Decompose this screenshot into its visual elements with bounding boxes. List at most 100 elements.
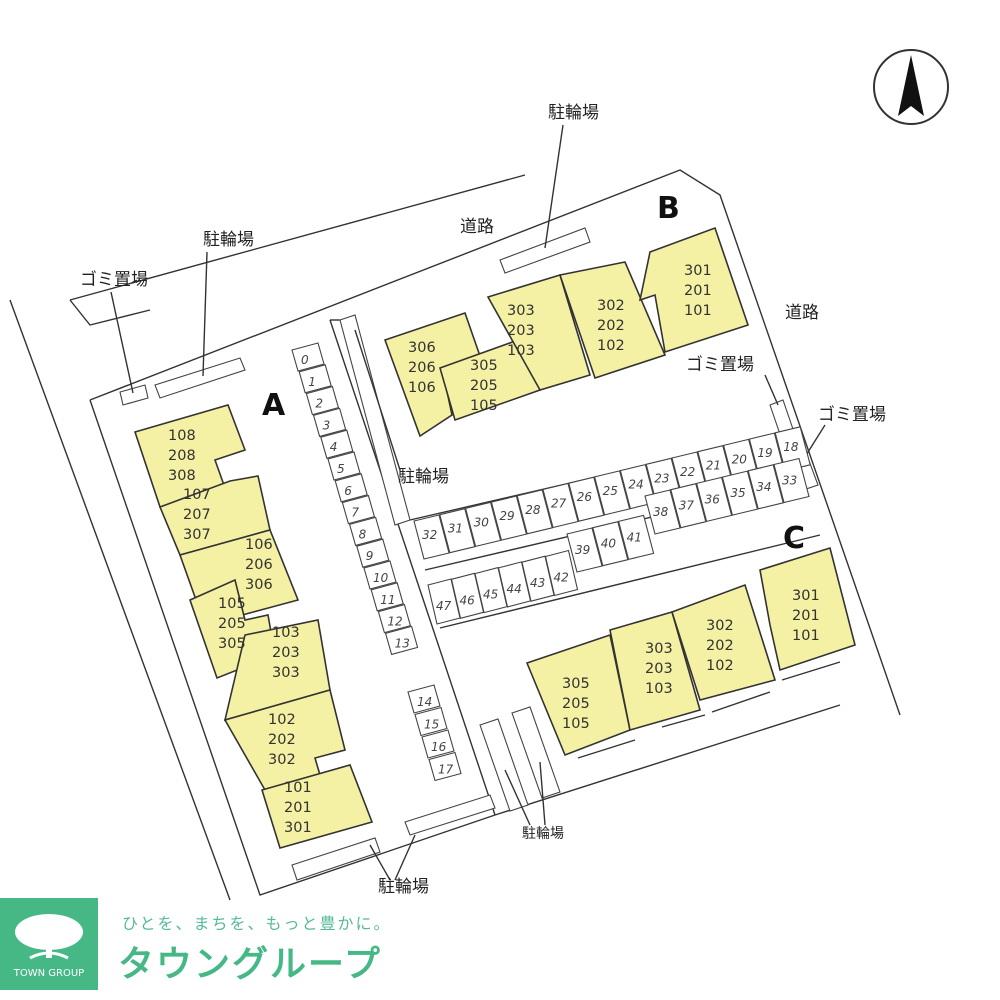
parking-number: 44 xyxy=(507,582,522,596)
unit-b-301: 301 xyxy=(684,263,712,279)
unit-a-103: 103 xyxy=(272,625,300,641)
bicycle-parking-b-north xyxy=(499,227,591,274)
unit-a-203: 203 xyxy=(272,645,300,661)
bicycle-parking-label-4: 駐輪場 xyxy=(378,877,429,897)
parking-number: 45 xyxy=(483,588,498,602)
unit-b-205: 205 xyxy=(470,378,498,394)
unit-a-305: 305 xyxy=(218,636,246,652)
parking-number: 10 xyxy=(373,571,389,585)
building-b xyxy=(383,226,750,438)
parking-number: 47 xyxy=(436,599,452,613)
unit-b-305: 305 xyxy=(470,358,498,374)
parking-number: 29 xyxy=(499,509,514,523)
unit-b-101: 101 xyxy=(684,303,712,319)
unit-b-102: 102 xyxy=(597,338,625,354)
parking-space xyxy=(312,407,347,438)
parking-space xyxy=(568,476,605,522)
parking-space xyxy=(363,560,397,590)
parking-number: 6 xyxy=(344,484,352,498)
parking-number: 34 xyxy=(756,480,771,494)
unit-c-302: 302 xyxy=(706,618,734,634)
unit-a-206: 206 xyxy=(245,557,273,573)
parking-number: 5 xyxy=(337,462,345,476)
parking-number: 0 xyxy=(301,353,309,367)
unit-a-303: 303 xyxy=(272,665,300,681)
parking-space xyxy=(327,451,361,481)
unit-b-106: 106 xyxy=(408,380,436,396)
bicycle-parking-c1 xyxy=(479,718,529,812)
bicycle-parking-label-3: 駐輪場 xyxy=(398,467,449,487)
unit-c-303: 303 xyxy=(645,641,673,657)
parking-number: 27 xyxy=(551,497,567,511)
bicycle-parking-label-5: 駐輪場 xyxy=(522,825,564,842)
parking-space xyxy=(721,470,759,516)
parking-number: 1 xyxy=(308,375,316,389)
parking-space xyxy=(566,527,603,573)
bicycle-parking-areas xyxy=(119,227,819,881)
parking-space xyxy=(370,582,404,612)
parking-number: 40 xyxy=(601,537,617,551)
tagline: ひとを、まちを、もっと豊かに。 xyxy=(122,914,392,933)
parking-space xyxy=(320,429,354,459)
garbage-label-3: ゴミ置場 xyxy=(818,404,886,425)
parking-number: 31 xyxy=(448,522,463,536)
parking-number: 26 xyxy=(577,490,593,504)
road-label-2: 道路 xyxy=(785,303,819,323)
parking-number: 30 xyxy=(474,515,490,529)
parking-space xyxy=(428,751,462,782)
bicycle-parking-label-2: 駐輪場 xyxy=(548,103,599,123)
unit-c-301: 301 xyxy=(792,588,820,604)
unit-a-106: 106 xyxy=(245,537,273,553)
parking-number: 15 xyxy=(424,718,439,732)
parking-space xyxy=(464,501,502,548)
bicycle-parking-label-1: 駐輪場 xyxy=(203,230,254,250)
parking-space xyxy=(670,483,707,529)
unit-a-301: 301 xyxy=(284,820,312,836)
parking-number: 43 xyxy=(530,576,545,590)
parking-number: 36 xyxy=(705,492,721,506)
unit-b-302: 302 xyxy=(597,298,625,314)
unit-b-202: 202 xyxy=(597,318,625,334)
unit-a-205: 205 xyxy=(218,616,246,632)
parking-space xyxy=(439,508,476,554)
parking-number: 19 xyxy=(757,446,772,460)
unit-a-105: 105 xyxy=(218,596,246,612)
unit-a-208: 208 xyxy=(168,448,196,464)
parking-space xyxy=(334,473,368,503)
bicycle-parking-a-south2 xyxy=(404,794,496,836)
parking-number: 9 xyxy=(366,549,374,563)
parking-space xyxy=(617,514,655,561)
parking-number: 3 xyxy=(323,418,331,432)
parking-space xyxy=(414,706,448,737)
parking-number: 16 xyxy=(431,740,447,754)
unit-b-303: 303 xyxy=(507,303,535,319)
parking-number: 20 xyxy=(732,452,748,466)
parking-space xyxy=(341,494,376,525)
unit-a-102: 102 xyxy=(268,712,296,728)
parking-number: 8 xyxy=(359,527,367,541)
unit-b-105: 105 xyxy=(470,398,498,414)
north-compass-icon xyxy=(873,49,949,125)
unit-a-201: 201 xyxy=(284,800,312,816)
unit-a-306: 306 xyxy=(245,577,273,593)
parking-number: 14 xyxy=(417,695,432,709)
parking-number: 22 xyxy=(680,465,695,479)
unit-a-202: 202 xyxy=(268,732,296,748)
brand-name: タウングループ xyxy=(118,944,382,985)
parking-number: 21 xyxy=(706,459,721,473)
balconies-c xyxy=(577,661,841,759)
parking-number: 11 xyxy=(380,593,395,607)
parking-number: 25 xyxy=(603,484,618,498)
tree-logo-icon xyxy=(15,914,83,960)
garbage-label-1: ゴミ置場 xyxy=(80,269,148,290)
garbage-area-a xyxy=(119,384,149,406)
unit-a-207: 207 xyxy=(183,507,211,523)
parking-space xyxy=(516,489,553,535)
unit-c-203: 203 xyxy=(645,661,673,677)
unit-a-308: 308 xyxy=(168,468,196,484)
bicycle-parking-a-north xyxy=(154,357,246,399)
parking-space xyxy=(356,538,390,568)
parking-number: 2 xyxy=(315,397,323,411)
logo-company-mark: TOWN GROUP xyxy=(13,968,85,979)
